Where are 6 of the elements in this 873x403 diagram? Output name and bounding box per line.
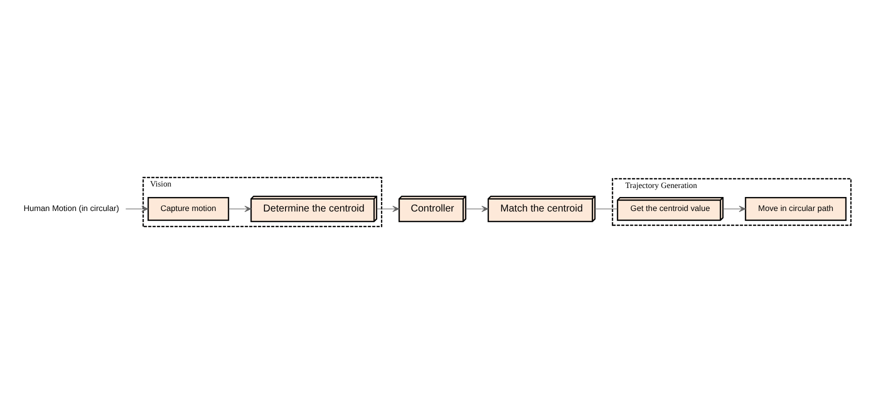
connector bbox=[594, 208, 618, 209]
arrow bbox=[376, 205, 400, 212]
arrow bbox=[125, 205, 148, 212]
arrow bbox=[722, 205, 746, 212]
arrow bbox=[228, 205, 252, 212]
arrow bbox=[465, 205, 488, 212]
